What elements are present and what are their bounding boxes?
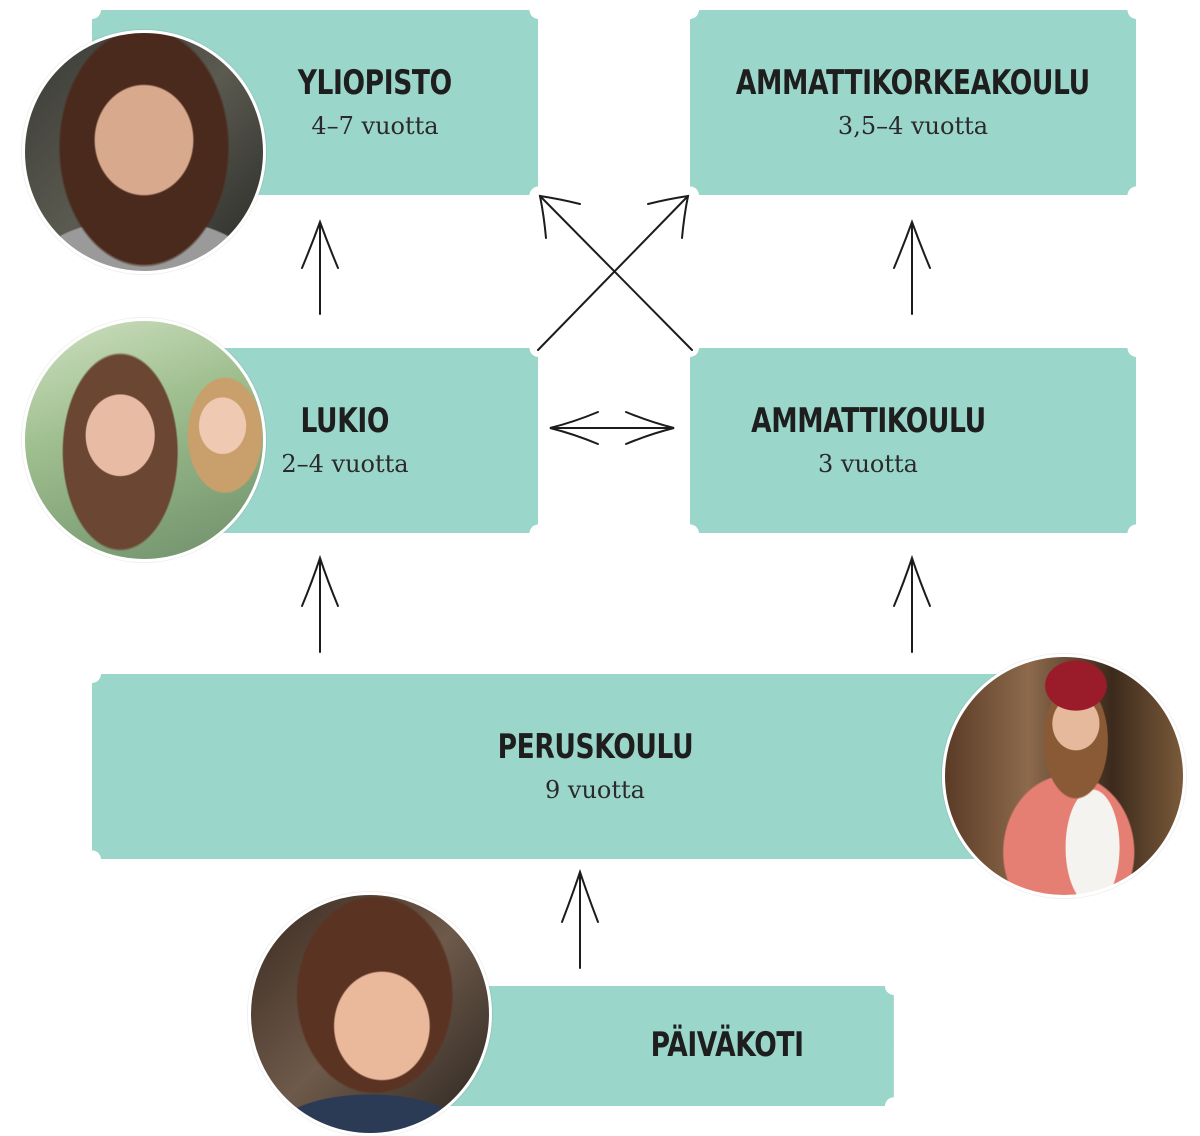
node-title: AMMATTIKORKEAKOULU xyxy=(736,62,1090,103)
arrow-ammattikoulu-to-amk xyxy=(893,219,931,315)
node-duration: 2–4 vuotta xyxy=(281,450,409,479)
arrow-lukio-to-yliopisto xyxy=(301,219,339,315)
node-title: AMMATTIKOULU xyxy=(750,400,986,441)
node-duration: 9 vuotta xyxy=(545,776,645,805)
laughing-child-photo xyxy=(248,892,492,1136)
schoolgirl-with-backpack-photo xyxy=(942,654,1186,898)
node-title: YLIOPISTO xyxy=(297,62,453,103)
smiling-teen-girls-photo xyxy=(22,318,266,562)
node-ammattikorkeakoulu: AMMATTIKORKEAKOULU 3,5–4 vuotta xyxy=(690,10,1136,195)
arrow-peruskoulu-to-lukio xyxy=(301,554,339,653)
arrow-lukio-to-amk xyxy=(537,194,690,351)
arrow-peruskoulu-to-ammattikoulu xyxy=(893,554,931,653)
node-duration: 4–7 vuotta xyxy=(311,112,439,141)
node-title: PÄIVÄKOTI xyxy=(650,1025,804,1066)
node-duration: 3 vuotta xyxy=(818,450,918,479)
node-title: PERUSKOULU xyxy=(497,726,693,767)
arrow-ammattikoulu-to-yliopisto xyxy=(538,194,693,351)
node-title: LUKIO xyxy=(300,400,390,441)
teen-girl-portrait-photo xyxy=(22,30,266,274)
arrow-paivakoti-to-peruskoulu xyxy=(561,868,599,969)
arrow-lukio-ammattikoulu-bidirectional xyxy=(549,411,675,445)
node-ammattikoulu: AMMATTIKOULU 3 vuotta xyxy=(690,348,1136,533)
node-duration: 3,5–4 vuotta xyxy=(837,112,989,141)
